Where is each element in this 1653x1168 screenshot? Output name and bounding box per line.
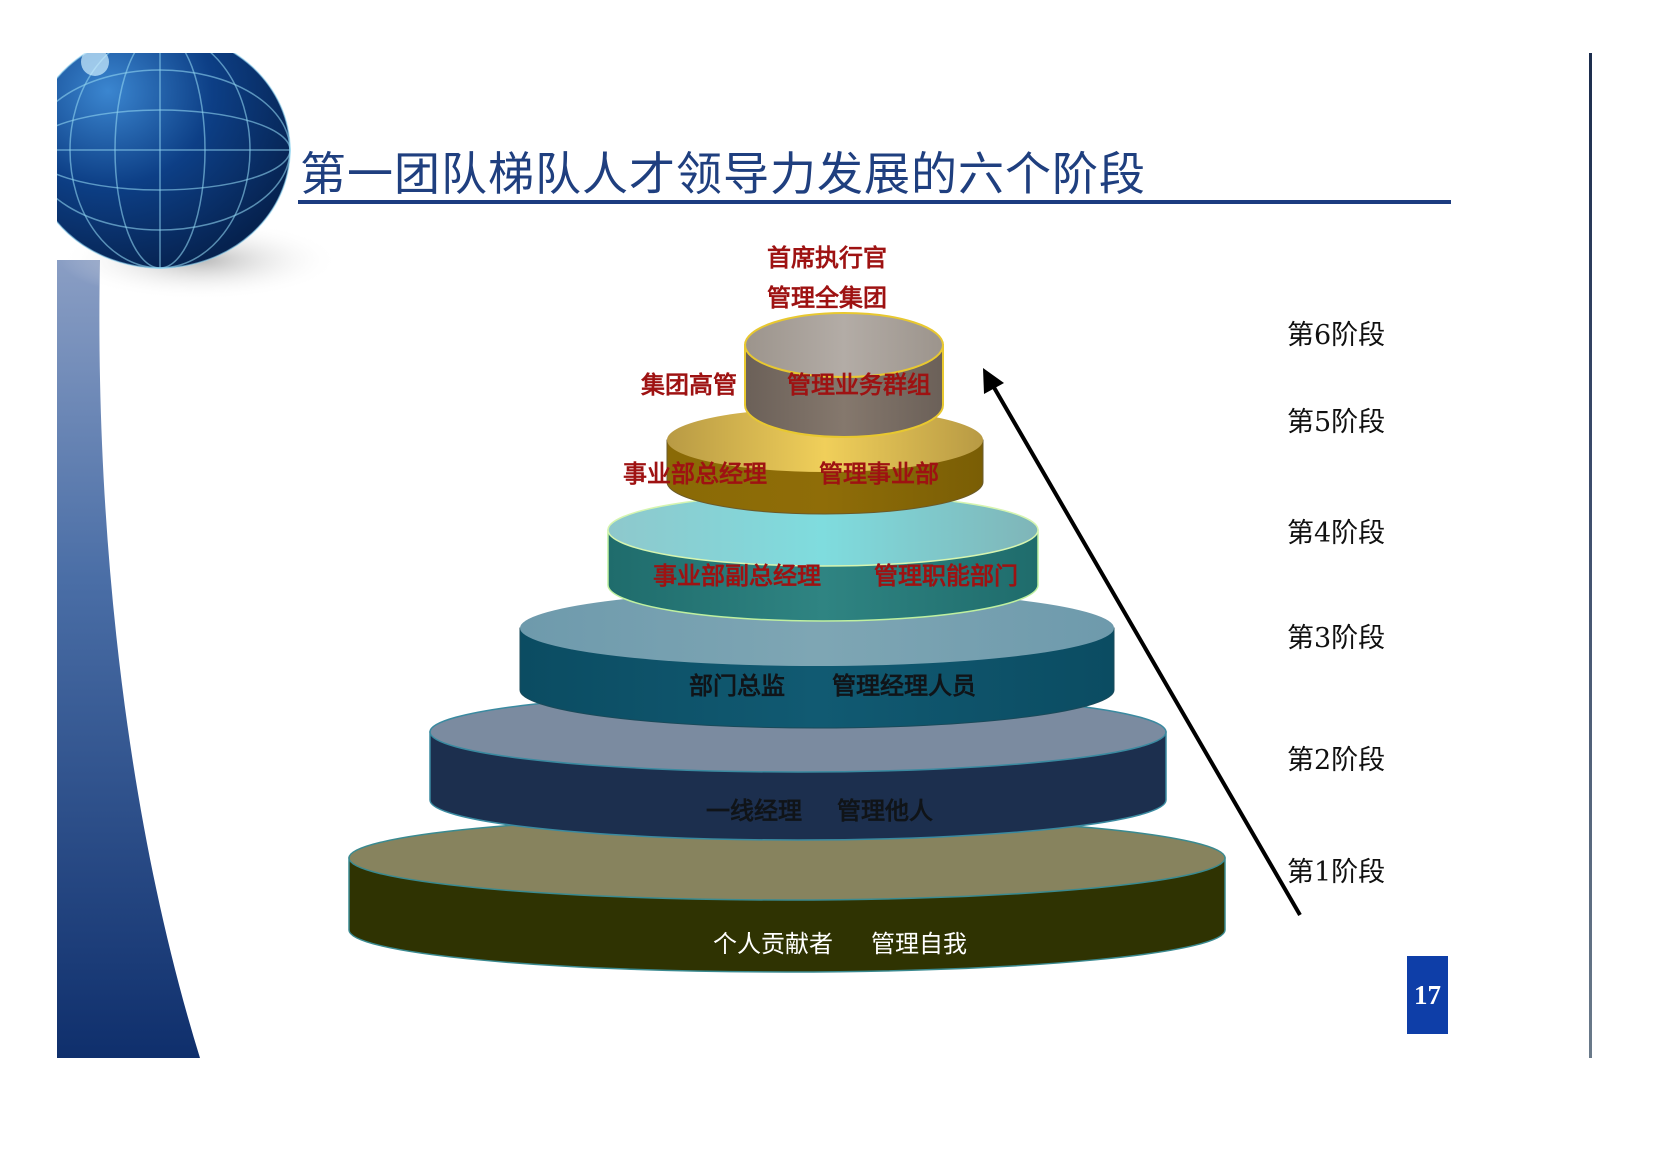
right-border-line [1589,53,1592,1058]
tier-3-role: 部门总监 [689,672,785,700]
title-underline [298,200,1451,204]
top-caption-role: 首席执行官 [767,244,887,272]
stage-1-label: 第1阶段 [1287,857,1386,888]
tier-3-scope: 管理经理人员 [832,672,976,700]
tier-6-scope: 管理业务群组 [787,371,931,399]
slide-title: 第一团队梯队人才领导力发展的六个阶段 [300,147,1146,201]
page-number-badge: 17 [1407,956,1448,1034]
stage-5-label: 第5阶段 [1287,407,1386,438]
tier-2-scope: 管理他人 [837,797,933,825]
tier-1-cylinder [348,815,1226,973]
stage-4-label: 第4阶段 [1287,518,1386,549]
tier-6-cylinder [744,312,944,438]
tier-5-scope: 管理事业部 [819,460,939,488]
progression-arrow-icon [983,368,1302,917]
tier-1-scope: 管理自我 [871,930,967,958]
tier-6-role: 集团高管 [641,371,737,399]
tier-4-cylinder [607,493,1039,622]
globe-icon [57,53,291,269]
tier-4-scope: 管理职能部门 [874,562,1018,590]
stage-3-label: 第3阶段 [1287,623,1386,654]
stage-2-label: 第2阶段 [1287,745,1386,776]
stage-6-label: 第6阶段 [1287,320,1386,351]
left-decor-band [57,260,200,1058]
tier-1-role: 个人贡献者 [713,930,833,958]
tier-4-role: 事业部副总经理 [653,562,821,590]
tier-2-role: 一线经理 [706,797,802,825]
tier-5-role: 事业部总经理 [623,460,767,488]
top-caption-scope: 管理全集团 [767,284,887,312]
